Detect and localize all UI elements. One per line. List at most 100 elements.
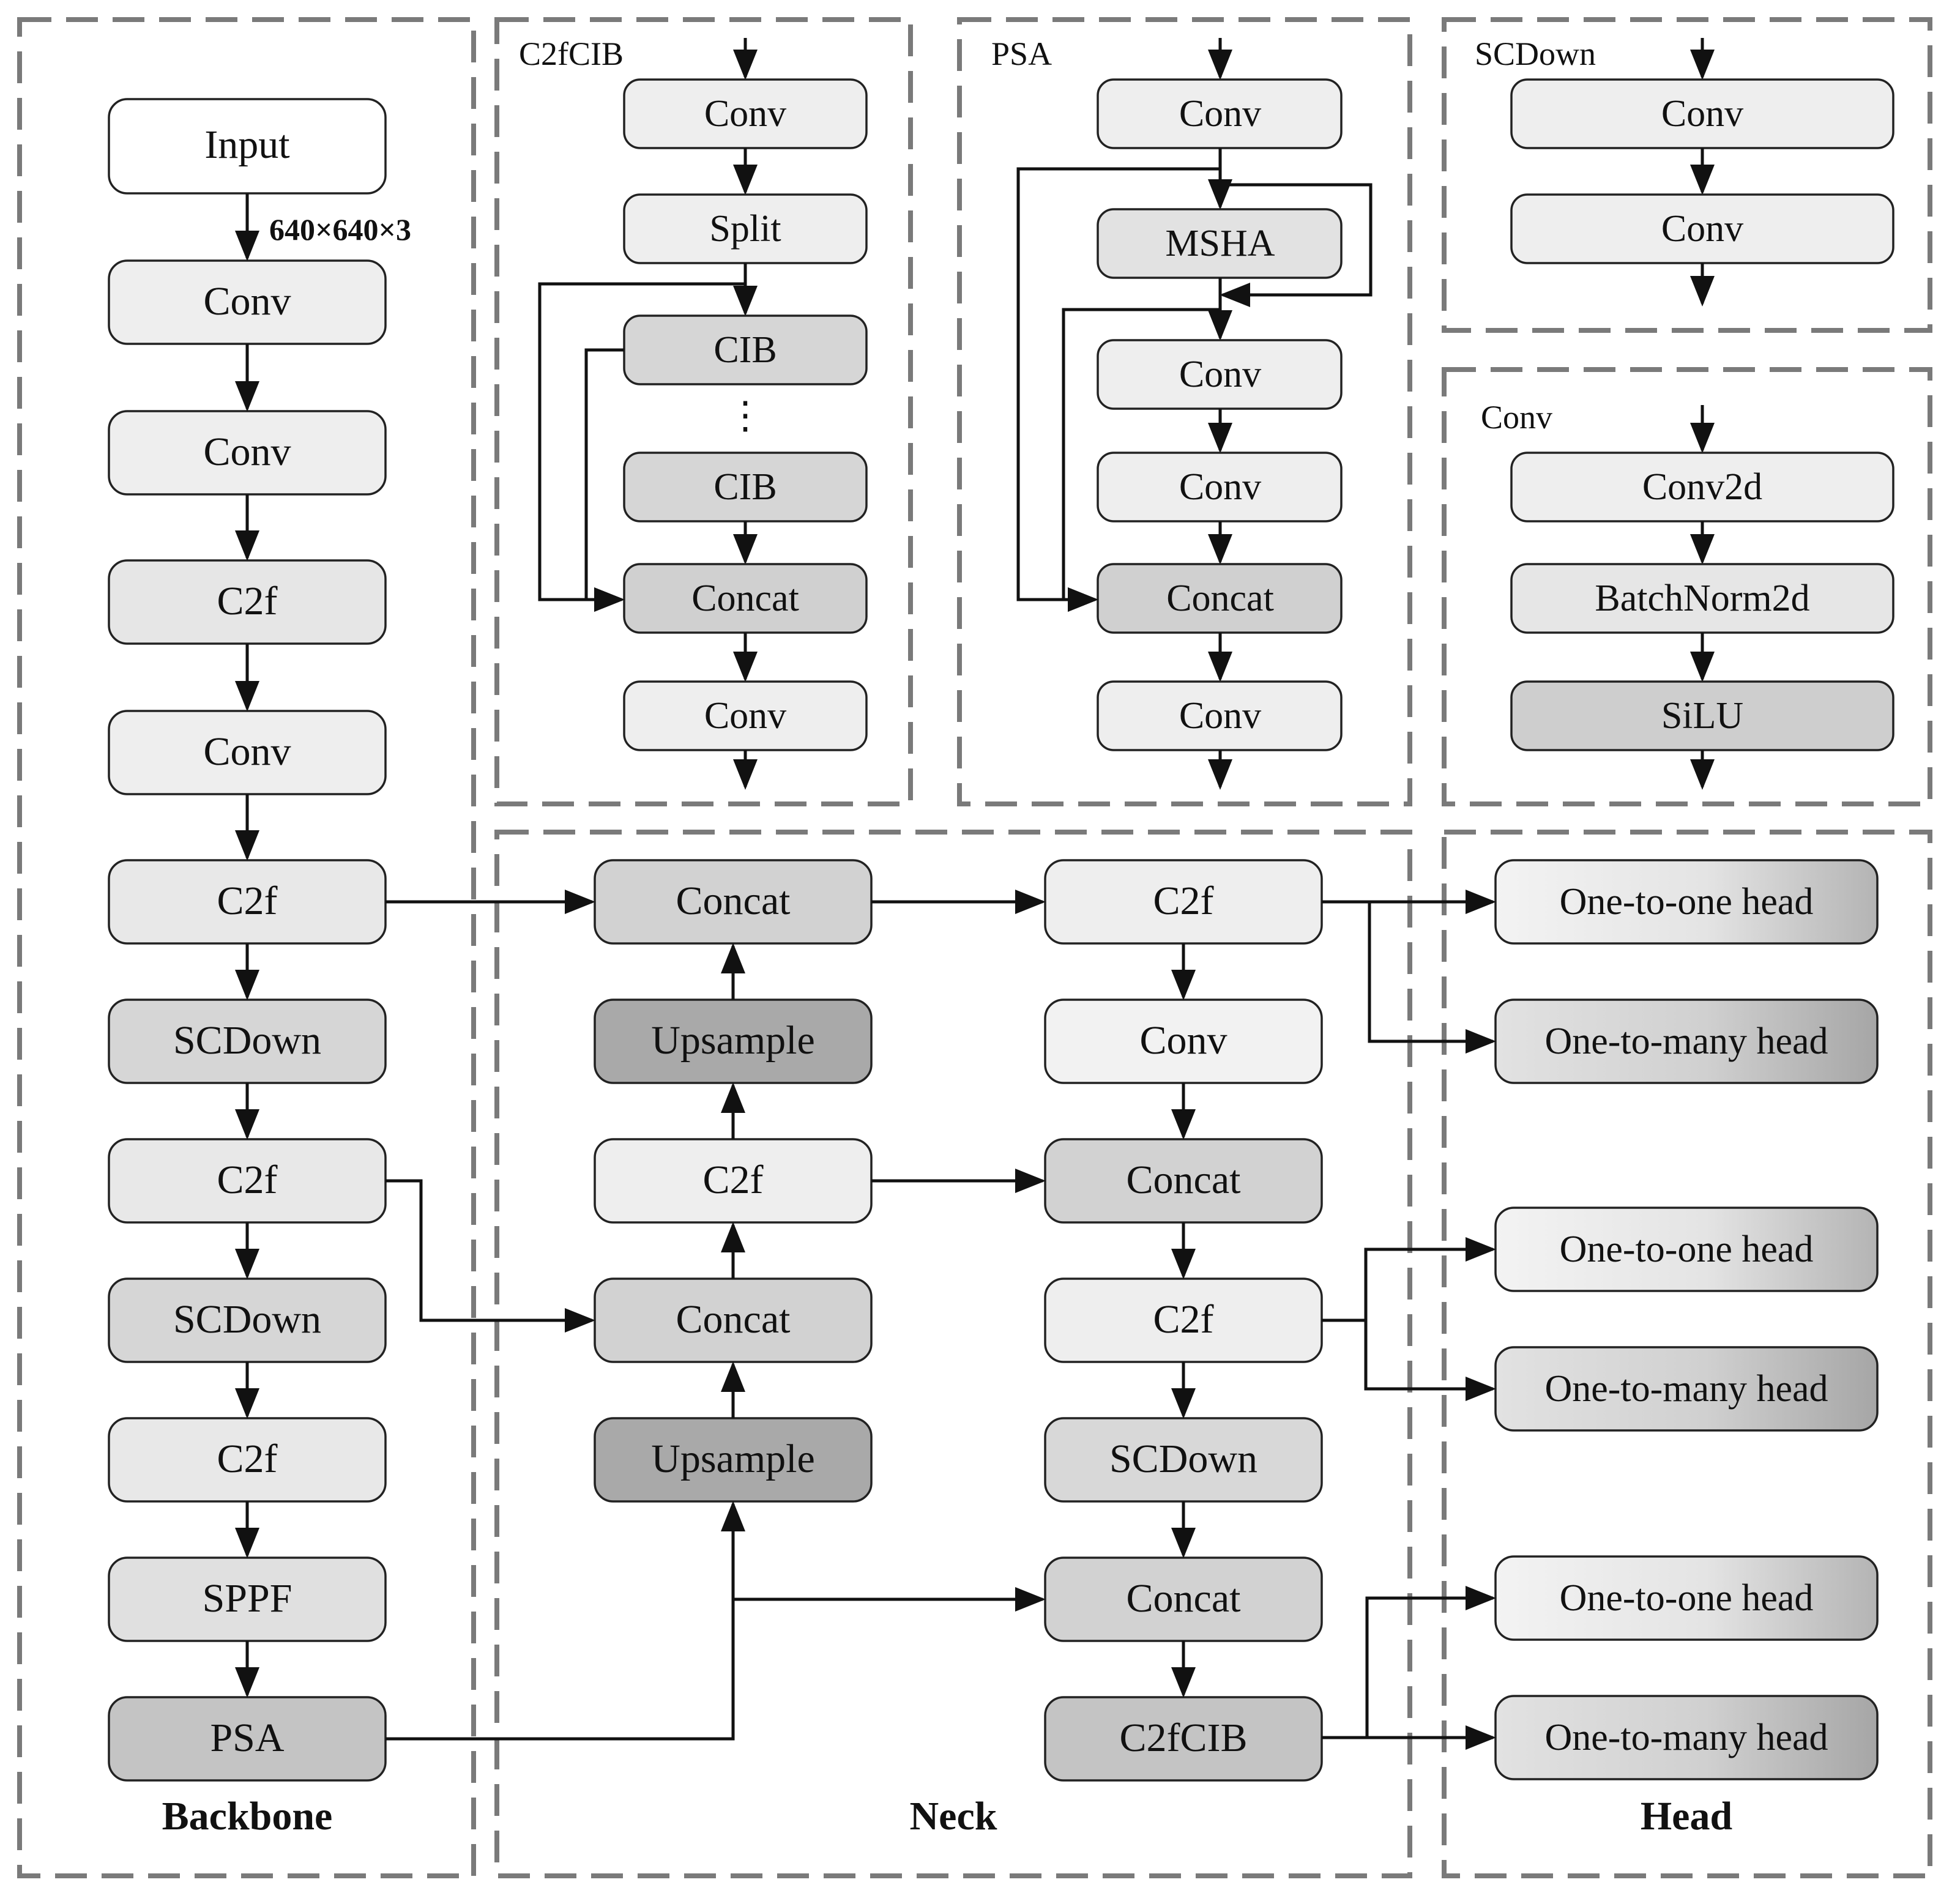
conv-panel — [1442, 367, 1932, 806]
scdown-conv-2-node: Conv — [1510, 193, 1894, 264]
neck-c2f-1-node: C2f — [594, 1138, 873, 1224]
c2fcib-concat-node: Concat — [623, 563, 868, 634]
neck-concat-1-label: Concat — [676, 879, 791, 923]
head-one-to-one-3-label: One-to-one head — [1560, 1577, 1814, 1619]
psa-conv-4-label: Conv — [1179, 695, 1261, 737]
neck-upsample-1-label: Upsample — [651, 1018, 815, 1063]
c2fcib-panel-label: C2fCIB — [519, 35, 624, 72]
psa-conv-1-label: Conv — [1179, 93, 1261, 135]
c2fcib-conv-2-node: Conv — [623, 680, 868, 751]
backbone-conv-2-node: Conv — [108, 410, 387, 496]
c2fcib-split-label: Split — [709, 208, 781, 250]
backbone-sppf-node: SPPF — [108, 1556, 387, 1642]
psa-concat-node: Concat — [1097, 563, 1343, 634]
scdown-conv-2-label: Conv — [1661, 208, 1743, 250]
head-one-to-one-2-label: One-to-one head — [1560, 1229, 1814, 1270]
neck-c2fcib-label: C2fCIB — [1119, 1716, 1247, 1760]
neck-concat-4-label: Concat — [1127, 1576, 1241, 1621]
c2fcib-conv-1-label: Conv — [704, 93, 786, 135]
psa-conv-1-node: Conv — [1097, 78, 1343, 149]
head-label: Head — [1641, 1794, 1732, 1839]
head-one-to-many-1-label: One-to-many head — [1544, 1021, 1828, 1062]
neck-label: Neck — [910, 1794, 997, 1839]
c2fcib-concat-label: Concat — [691, 578, 799, 619]
backbone-scdown-2-node: SCDown — [108, 1277, 387, 1363]
head-one-to-many-3-node: One-to-many head — [1494, 1695, 1879, 1780]
scdown-panel — [1442, 17, 1932, 333]
psa-conv-2-label: Conv — [1179, 354, 1261, 395]
neck-concat-2-node: Concat — [594, 1277, 873, 1363]
conv-panel-label: Conv — [1481, 399, 1552, 436]
backbone-c2f-2-label: C2f — [217, 879, 278, 923]
head-one-to-one-1-label: One-to-one head — [1560, 881, 1814, 923]
neck-scdown-label: SCDown — [1109, 1437, 1257, 1481]
neck-c2f-1-label: C2f — [703, 1158, 764, 1202]
neck-concat-4-node: Concat — [1044, 1556, 1323, 1642]
neck-conv-label: Conv — [1139, 1018, 1227, 1063]
backbone-c2f-3-node: C2f — [108, 1138, 387, 1224]
backbone-sppf-label: SPPF — [203, 1576, 292, 1621]
c2fcib-cib-2-label: CIB — [713, 466, 777, 508]
scdown-conv-1-label: Conv — [1661, 93, 1743, 135]
backbone-psa-label: PSA — [210, 1716, 284, 1760]
conv-silu-label: SiLU — [1661, 695, 1743, 737]
backbone-input-node: Input — [108, 98, 387, 195]
psa-concat-label: Concat — [1166, 578, 1274, 619]
neck-concat-2-label: Concat — [676, 1297, 791, 1342]
main-connections — [386, 890, 1496, 1750]
conv-batchnorm-node: BatchNorm2d — [1510, 563, 1894, 634]
psa-conv-3-label: Conv — [1179, 466, 1261, 508]
scdown-panel-label: SCDown — [1475, 35, 1596, 72]
neck-c2f-3-node: C2f — [1044, 1277, 1323, 1363]
c2fcib-panel — [494, 17, 913, 806]
backbone-c2f-3-label: C2f — [217, 1158, 278, 1202]
head-panel — [1442, 830, 1932, 1878]
backbone-psa-node: PSA — [108, 1696, 387, 1782]
c2fcib-cib-1-node: CIB — [623, 314, 868, 385]
head-one-to-many-2-node: One-to-many head — [1494, 1346, 1879, 1432]
c2fcib-detail: Conv Split CIB ⋮ CIB Concat Conv — [538, 38, 868, 790]
neck-concat-1-node: Concat — [594, 859, 873, 945]
backbone-scdown-1-label: SCDown — [173, 1018, 321, 1063]
head-one-to-many-3-label: One-to-many head — [1544, 1717, 1828, 1758]
conv-conv2d-label: Conv2d — [1642, 466, 1762, 508]
backbone-label: Backbone — [162, 1794, 333, 1839]
conv-conv2d-node: Conv2d — [1510, 452, 1894, 522]
backbone-conv-1-label: Conv — [203, 279, 291, 324]
psa-msha-label: MSHA — [1165, 223, 1275, 264]
conv-detail: Conv2d BatchNorm2d SiLU — [1510, 405, 1894, 790]
neck-upsample-2-label: Upsample — [651, 1437, 815, 1481]
backbone-input-label: Input — [204, 122, 289, 167]
backbone-c2f-1-label: C2f — [217, 579, 278, 623]
neck-scdown-node: SCDown — [1044, 1417, 1323, 1503]
neck-upsample-2-node: Upsample — [594, 1417, 873, 1503]
scdown-detail: Conv Conv — [1510, 38, 1894, 307]
neck-c2f-2-label: C2f — [1153, 879, 1214, 923]
backbone-c2f-4-label: C2f — [217, 1437, 278, 1481]
conv-silu-node: SiLU — [1510, 680, 1894, 751]
neck-upsample-1-node: Upsample — [594, 998, 873, 1084]
c2fcib-conv-1-node: Conv — [623, 78, 868, 149]
c2fcib-ellipsis: ⋮ — [726, 395, 764, 437]
psa-conv-2-node: Conv — [1097, 339, 1343, 410]
psa-conv-3-node: Conv — [1097, 452, 1343, 522]
backbone-scdown-1-node: SCDown — [108, 998, 387, 1084]
neck-concat-3-node: Concat — [1044, 1138, 1323, 1224]
c2fcib-conv-2-label: Conv — [704, 695, 786, 737]
backbone-conv-3-label: Conv — [203, 729, 291, 774]
conv-batchnorm-label: BatchNorm2d — [1595, 578, 1809, 619]
backbone-c2f-2-node: C2f — [108, 859, 387, 945]
psa-msha-node: MSHA — [1097, 208, 1343, 279]
c2fcib-cib-1-label: CIB — [713, 329, 777, 371]
backbone-c2f-1-node: C2f — [108, 559, 387, 645]
head-one-to-one-3-node: One-to-one head — [1494, 1555, 1879, 1641]
backbone-panel — [17, 17, 476, 1878]
head-one-to-many-2-label: One-to-many head — [1544, 1368, 1828, 1410]
scdown-conv-1-node: Conv — [1510, 78, 1894, 149]
psa-panel-label: PSA — [991, 35, 1052, 72]
psa-detail: Conv MSHA Conv Conv Concat Conv — [1016, 38, 1373, 790]
c2fcib-cib-2-node: CIB — [623, 452, 868, 522]
head-one-to-one-1-node: One-to-one head — [1494, 859, 1879, 945]
backbone-conv-3-node: Conv — [108, 710, 387, 795]
backbone-c2f-4-node: C2f — [108, 1417, 387, 1503]
